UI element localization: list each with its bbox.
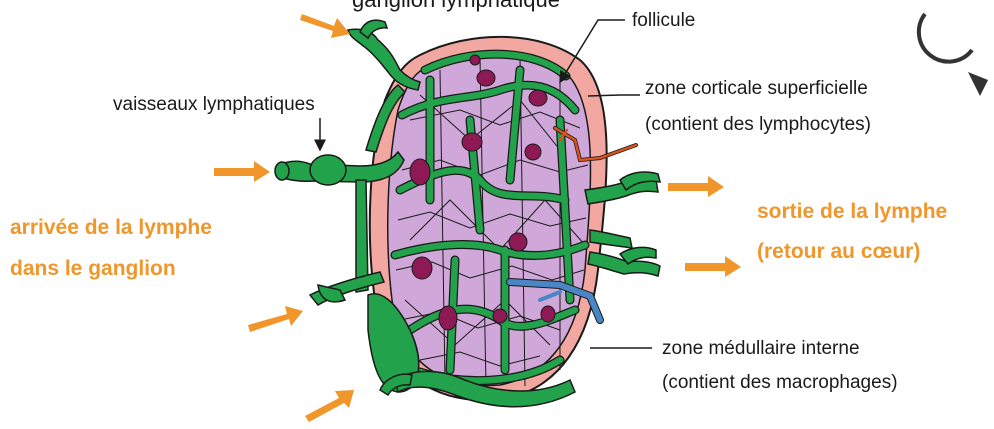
- arrivee-label: arrivée de la lymphe: [10, 216, 212, 240]
- medulla-tissue: [388, 52, 591, 388]
- vaisseaux-label: vaisseaux lymphatiques: [113, 94, 315, 116]
- arrow-in-bottom: [305, 390, 354, 422]
- sortie-sublabel: (retour au cœur): [757, 240, 920, 264]
- zone-medullaire-label: zone médullaire interne: [662, 338, 860, 360]
- arrivee-sublabel: dans le ganglion: [10, 257, 176, 281]
- arrow-in-mid: [214, 161, 270, 182]
- arrow-out-top: [668, 176, 724, 197]
- zone-corticale-label: zone corticale superficielle: [645, 78, 868, 100]
- follicule-label: follicule: [632, 10, 695, 32]
- arrow-in-top: [300, 14, 350, 38]
- arrow-in-lower: [248, 306, 303, 332]
- watermark-logo: [919, 14, 988, 96]
- zone-medullaire-sublabel: (contient des macrophages): [662, 372, 898, 394]
- zone-corticale-sublabel: (contient des lymphocytes): [645, 114, 871, 136]
- corticale-leader: [588, 95, 640, 96]
- sortie-label: sortie de la lymphe: [757, 200, 947, 224]
- arrow-out-bottom: [685, 256, 741, 277]
